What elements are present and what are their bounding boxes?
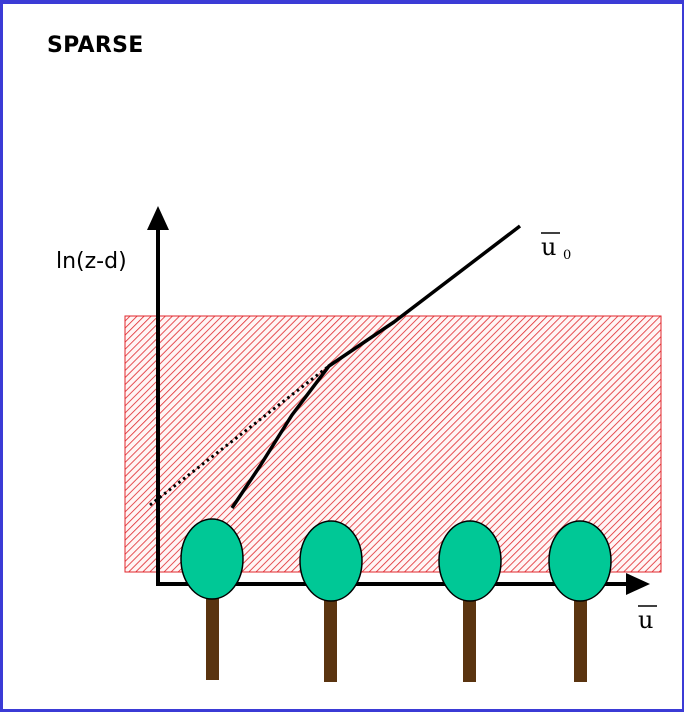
log-profile-extrapolation bbox=[149, 364, 330, 507]
profile-label: u bbox=[541, 233, 556, 261]
tree-trunk bbox=[206, 592, 219, 680]
tree-crown bbox=[299, 520, 363, 602]
tree-trunk bbox=[574, 592, 587, 682]
profile-label-subscript: 0 bbox=[563, 248, 571, 263]
tree-trunk bbox=[324, 592, 337, 682]
x-axis-arrowhead bbox=[626, 573, 650, 595]
y-axis-label: ln(z-d) bbox=[56, 249, 127, 274]
wind-profile-line bbox=[230, 224, 522, 509]
y-axis-arrowhead bbox=[147, 206, 169, 230]
tree-crown bbox=[548, 520, 612, 602]
x-axis-label: u bbox=[638, 606, 653, 634]
tree-crown bbox=[438, 520, 502, 602]
tree-trunk bbox=[463, 592, 476, 682]
diagram-title: SPARSE bbox=[47, 33, 144, 58]
tree-crown bbox=[180, 518, 244, 600]
